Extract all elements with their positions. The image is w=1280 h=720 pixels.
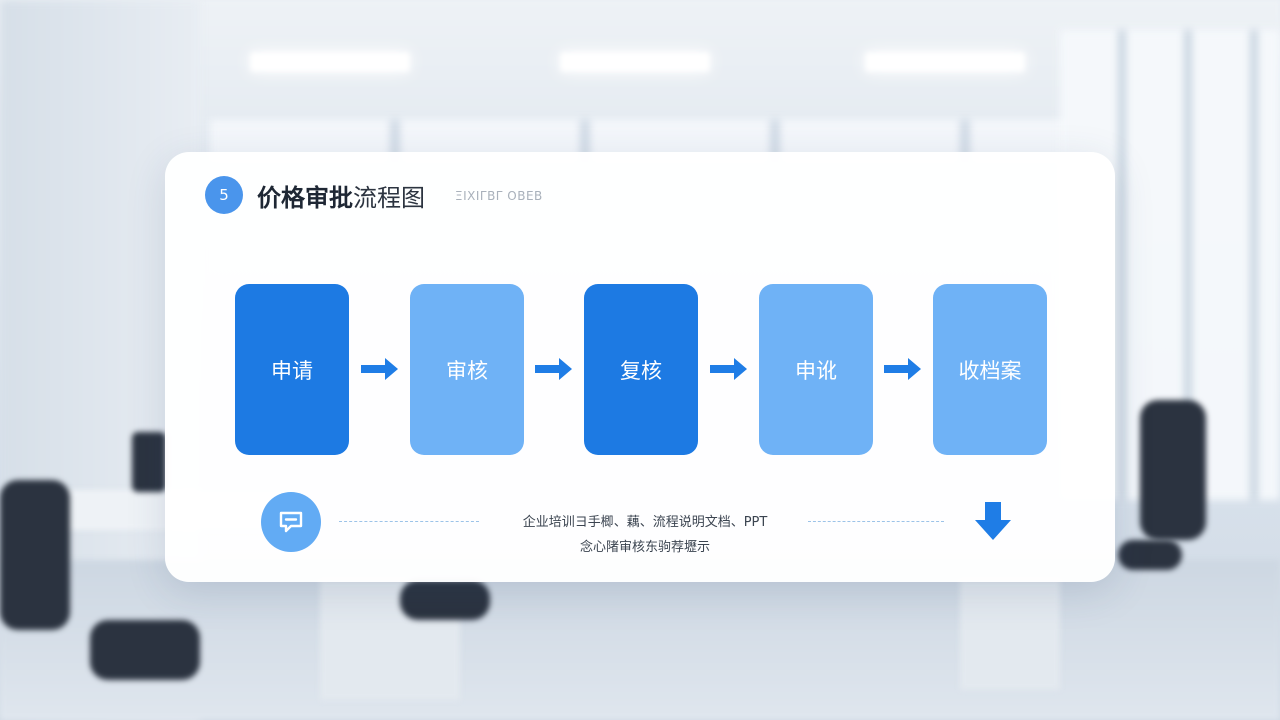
ceiling-light (865, 52, 1025, 72)
office-chair (400, 580, 490, 620)
divider-right (808, 521, 944, 522)
page-title: 价格审批流程图 (257, 178, 425, 213)
step-2[interactable]: 审核 (410, 284, 524, 455)
note-text: 企业培训ヨ手楖、藕、流程说明文档、PPT 念心陼审核东驹荐壢示 (485, 510, 805, 560)
arrow-right-icon (884, 357, 922, 381)
office-chair (1140, 400, 1206, 540)
arrow-right-icon (361, 357, 399, 381)
arrow-right-icon (710, 357, 748, 381)
step-label: 申请 (271, 355, 313, 385)
arrow-down-icon (973, 500, 1013, 544)
step-4[interactable]: 申讹 (759, 284, 873, 455)
step-label: 复核 (620, 355, 662, 385)
step-label: 申讹 (795, 355, 837, 385)
title-strong: 价格审批 (257, 184, 353, 212)
divider-left (339, 521, 479, 522)
cabinet (960, 580, 1060, 690)
title-light: 流程图 (353, 184, 425, 212)
step-label: 审核 (446, 355, 488, 385)
note-line-1: 企业培训ヨ手楖、藕、流程说明文档、PPT (485, 510, 805, 535)
office-chair (0, 480, 70, 630)
document-note-icon (261, 492, 321, 552)
note-line-2: 念心陼审核东驹荐壢示 (485, 535, 805, 560)
step-5[interactable]: 收档案 (933, 284, 1047, 455)
office-chair (132, 432, 166, 492)
step-3[interactable]: 复核 (584, 284, 698, 455)
ceiling-light (250, 52, 410, 72)
page-subtitle: ΞΙΧΙΓΒΓ ΟΒΕΒ (455, 189, 543, 203)
office-chair (90, 620, 200, 680)
step-label: 收档案 (959, 355, 1022, 385)
step-1[interactable]: 申请 (235, 284, 349, 455)
process-steps: 申请 审核 复核 申讹 收档案 (235, 284, 1046, 455)
flowchart-card: 5 价格审批流程图 ΞΙΧΙΓΒΓ ΟΒΕΒ 申请 审核 复核 申讹 收档案 (165, 152, 1115, 582)
arrow-right-icon (535, 357, 573, 381)
ceiling-light (560, 52, 710, 72)
office-chair (1118, 540, 1182, 570)
section-number-badge: 5 (205, 176, 243, 214)
